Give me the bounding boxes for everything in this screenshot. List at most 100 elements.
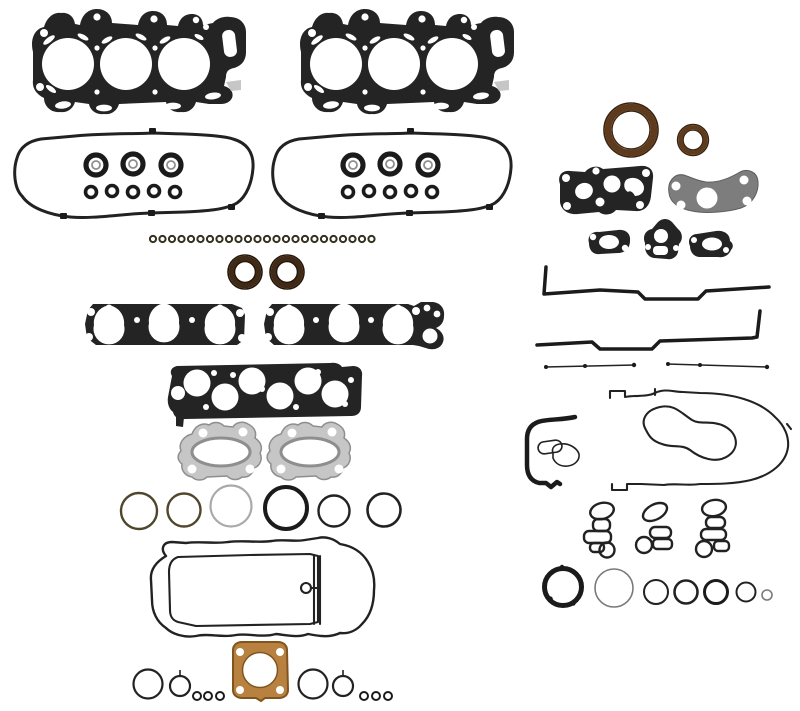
- crankshaft-seal: [678, 125, 708, 155]
- strip-gaskets: [535, 265, 771, 351]
- gasket-shape-detail: [423, 304, 431, 312]
- bottom-oring-groups: [132, 668, 393, 701]
- small-o-ring: [291, 234, 300, 244]
- gasket-shape-detail: [348, 377, 354, 383]
- seal-ring: [761, 589, 773, 601]
- intake-manifold-gasket-left: [85, 302, 246, 345]
- gasket-shape-detail: [654, 229, 668, 243]
- gasket-shape-detail: [599, 235, 619, 249]
- gasket-shape-detail: [544, 365, 548, 369]
- gasket-shape-detail: [598, 541, 616, 559]
- gasket-shape-detail: [266, 308, 274, 316]
- small-o-ring: [338, 234, 348, 244]
- grommet-cluster-1: [582, 501, 616, 559]
- gasket-shape-detail: [167, 552, 320, 628]
- gasket-shape-detail: [642, 405, 737, 461]
- gasket-shape-detail: [148, 302, 180, 343]
- small-o-ring: [177, 234, 186, 244]
- o-ring: [297, 668, 329, 700]
- camshaft-seal: [275, 260, 299, 284]
- gasket-shape-detail: [700, 498, 728, 518]
- small-o-ring: [281, 234, 291, 244]
- small-o-ring: [196, 234, 205, 244]
- spark-plug-tube-seal: [83, 184, 99, 200]
- crankshaft-seal: [603, 102, 659, 158]
- small-o-ring: [272, 234, 281, 244]
- gasket-shape-detail: [433, 310, 441, 318]
- gasket-shape-detail: [238, 367, 266, 395]
- gasket-shape-detail: [694, 539, 714, 559]
- o-ring: [383, 691, 393, 701]
- seal-ring: [703, 579, 729, 605]
- spark-plug-tube-seal: [377, 151, 403, 177]
- small-o-ring: [367, 234, 376, 244]
- camshaft-seal: [233, 260, 257, 284]
- small-o-ring: [167, 234, 177, 244]
- gasket-shape-detail: [265, 420, 352, 482]
- seal-ring: [594, 568, 634, 608]
- seal-ring: [735, 581, 757, 603]
- spark-plug-tube-seal: [167, 184, 183, 200]
- o-ring: [215, 691, 225, 701]
- small-o-ring: [186, 234, 196, 244]
- gasket-shape-detail: [559, 165, 654, 215]
- o-ring: [166, 492, 202, 528]
- spark-plug-tube-seal: [146, 183, 162, 199]
- gasket-shape-detail: [203, 404, 209, 410]
- small-o-ring: [253, 234, 262, 244]
- gasket-shape-detail: [176, 420, 263, 482]
- crankshaft-seal: [604, 103, 658, 157]
- gasket-shape-detail: [651, 537, 674, 551]
- thermostat-seal-and-oring-row: [542, 564, 773, 608]
- oil-pump-c-gasket: [524, 414, 580, 490]
- spark-plug-tube-seal: [424, 184, 440, 200]
- spark-plug-tube-seal: [158, 152, 184, 178]
- spark-plug-tube-seal: [348, 160, 358, 170]
- o-ring: [366, 492, 402, 528]
- o-ring: [263, 485, 309, 531]
- gasket-shape-detail: [382, 304, 414, 345]
- spark-plug-tube-seal: [125, 184, 141, 200]
- gasket-shape-detail: [641, 501, 669, 523]
- gasket-shape-detail: [412, 307, 420, 315]
- water-passage-gasket: [559, 165, 654, 215]
- o-ring: [203, 691, 213, 701]
- camshaft-seal: [269, 254, 305, 290]
- gasket-shape-detail: [204, 304, 236, 345]
- o-ring: [119, 491, 159, 531]
- gasket-shape-detail: [87, 308, 95, 316]
- small-o-ring: [215, 234, 224, 244]
- spark-plug-tube-seal: [91, 160, 101, 170]
- gasket-shape-detail: [535, 309, 762, 351]
- gasket-shape-detail: [676, 200, 686, 210]
- gasket-shape-detail: [575, 182, 593, 200]
- gasket-shape-detail: [276, 648, 284, 656]
- gasket-shape-detail: [342, 401, 348, 407]
- head-gasket-left: [32, 9, 247, 115]
- seal-ring: [547, 596, 553, 602]
- gasket-shape-detail: [698, 363, 702, 367]
- gasket-shape-detail: [524, 414, 578, 490]
- gasket-shape-detail: [551, 443, 580, 467]
- spark-plug-tube-seal: [128, 159, 138, 169]
- small-oring-row: [148, 234, 376, 244]
- small-o-ring: [319, 234, 329, 244]
- gasket-shape-detail: [259, 386, 265, 392]
- spark-plug-tube-seal: [361, 183, 377, 199]
- small-o-ring: [329, 234, 338, 244]
- gasket-shape-detail: [603, 175, 621, 193]
- spark-plug-tube-seal: [166, 160, 176, 170]
- gasket-shape-detail: [93, 304, 125, 345]
- grommet-clusters: [582, 498, 731, 559]
- o-ring: [132, 668, 164, 700]
- gasket-shape-detail: [592, 167, 600, 175]
- gasket-shape-detail: [582, 529, 613, 545]
- gasket-shape-detail: [313, 317, 319, 323]
- gasket-shape-detail: [764, 364, 770, 370]
- gasket-shape-detail: [634, 535, 654, 555]
- camshaft-seals: [227, 254, 305, 290]
- gasket-shape-detail: [230, 372, 236, 378]
- small-o-ring: [205, 234, 215, 244]
- gasket-shape-detail: [666, 362, 670, 366]
- gasket-shape-detail: [671, 181, 681, 191]
